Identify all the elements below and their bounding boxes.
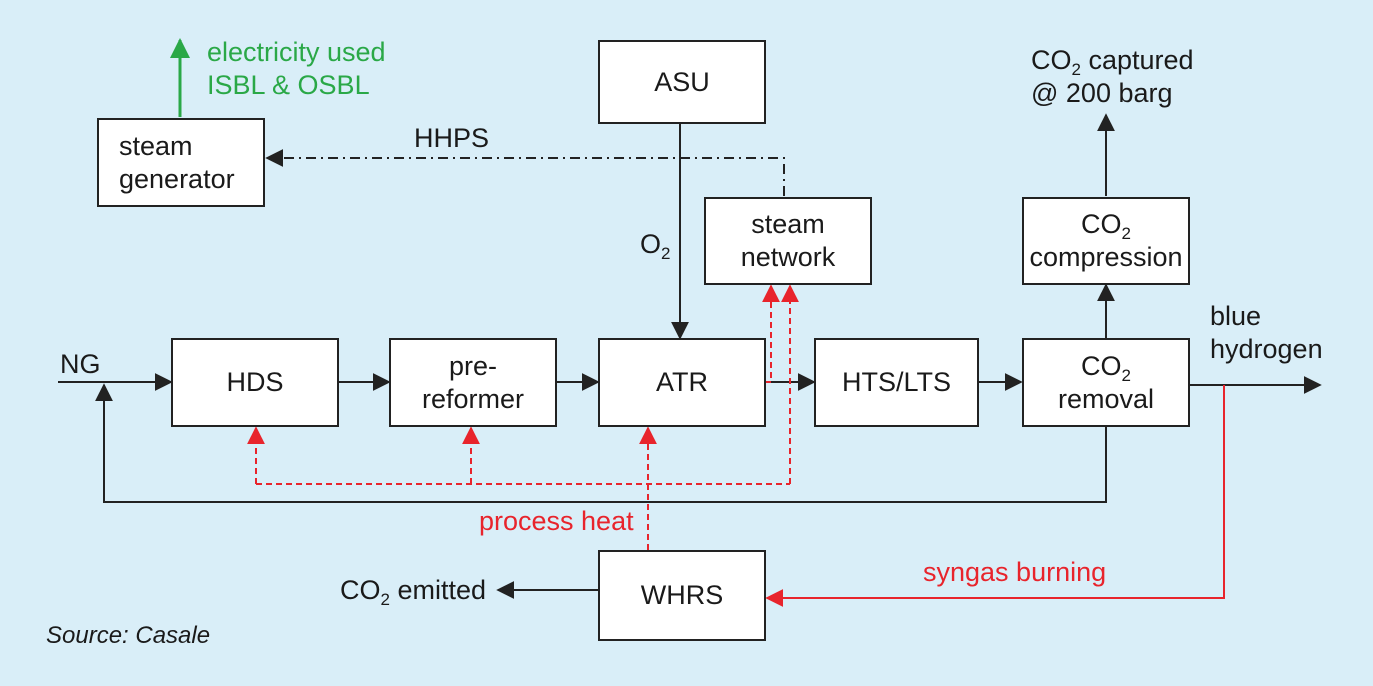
co2-captured-label: CO2 captured @ 200 barg [1031, 45, 1194, 108]
recycle-line [95, 383, 1107, 503]
asu-label: ASU [654, 66, 710, 97]
source-caption: Source: Casale [46, 622, 211, 649]
co2-compression-label-1: CO2 [1081, 209, 1131, 243]
steam-network-label-1: steam [751, 209, 825, 239]
blue-hydrogen-label: blue hydrogen [1210, 301, 1323, 364]
atr-box: ATR [598, 338, 766, 427]
co2-compression-box: CO2 compression [1022, 197, 1190, 285]
asu-box: ASU [598, 40, 766, 124]
steam-network-label-2: network [740, 242, 836, 272]
heat-to-steam-network-1 [762, 284, 780, 383]
hhps-line [265, 149, 785, 196]
syngas-burning-line [765, 385, 1225, 607]
pre-reformer-label-1: pre- [448, 350, 497, 381]
ng-label: NG [60, 349, 101, 379]
syngas-burning-label: syngas burning [923, 557, 1107, 587]
co2-compression-label-2: compression [1029, 242, 1183, 272]
co2-removal-box: CO2 removal [1022, 338, 1190, 427]
process-heat-label: process heat [479, 506, 634, 536]
steam-generator-label-2: generator [119, 163, 235, 194]
hhps-label: HHPS [414, 123, 490, 153]
whrs-label: WHRS [640, 580, 724, 610]
hts-lts-box: HTS/LTS [814, 338, 979, 427]
hds-box: HDS [171, 338, 339, 427]
electricity-label: electricity used ISBL & OSBL [207, 37, 386, 100]
hds-label: HDS [226, 367, 284, 397]
co2-removal-label-2: removal [1057, 383, 1155, 414]
o2-label: O2 [640, 229, 671, 263]
co2-removal-label-1: CO2 [1081, 350, 1131, 385]
whrs-box: WHRS [598, 550, 766, 641]
hts-lts-label: HTS/LTS [841, 367, 951, 397]
atr-label: ATR [656, 367, 708, 397]
steam-network-box: steam network [704, 197, 872, 285]
steam-generator-label-1: steam [119, 130, 193, 161]
pre-reformer-label-2: reformer [421, 383, 524, 414]
pre-reformer-box: pre- reformer [389, 338, 557, 427]
steam-generator-box: steam generator [97, 118, 265, 207]
co2-emitted-label: CO2 emitted [340, 575, 487, 609]
